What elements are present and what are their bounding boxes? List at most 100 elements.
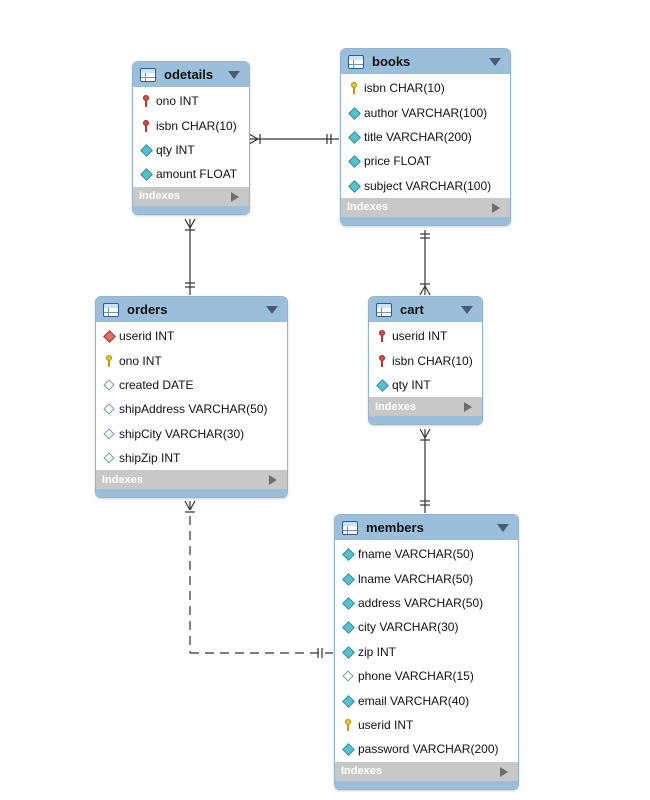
table-icon [348,54,364,69]
column-icon [347,154,361,168]
column-row[interactable]: shipZip INT [96,446,287,470]
column-row[interactable]: password VARCHAR(200) [335,737,518,761]
table-header[interactable]: odetails [133,62,249,87]
table-members[interactable]: members fname VARCHAR(50) lname VARCHAR(50… [334,514,519,790]
indexes-section[interactable]: Indexes [133,186,249,206]
column-list: userid INT isbn CHAR(10) qty INT [369,322,482,397]
nullable-column-icon [102,427,116,441]
indexes-section[interactable]: Indexes [96,470,287,490]
column-row[interactable]: ono INT [96,348,287,372]
column-icon [341,572,355,586]
column-icon [375,378,389,392]
foreign-key-icon [102,329,116,343]
column-row[interactable]: phone VARCHAR(15) [335,664,518,688]
many-cardinality-mark [419,285,426,296]
table-icon [376,302,392,317]
column-icon [341,742,355,756]
table-header[interactable]: orders [96,297,287,322]
many-cardinality-mark [424,428,431,439]
indexes-section[interactable]: Indexes [341,197,510,217]
column-definition: shipZip INT [119,451,181,466]
table-orders[interactable]: orders userid INT ono INT created DATE shipA… [95,296,288,499]
column-row[interactable]: lname VARCHAR(50) [335,566,518,590]
column-definition: isbn CHAR(10) [392,353,473,368]
primary-foreign-key-icon [139,119,153,133]
collapse-triangle-icon[interactable] [497,524,509,532]
column-row[interactable]: isbn CHAR(10) [341,76,510,100]
column-definition: qty INT [392,377,431,392]
primary-key-icon [347,81,361,95]
column-list: isbn CHAR(10)author VARCHAR(100)title VA… [341,74,510,198]
column-icon [347,179,361,193]
collapse-triangle-icon[interactable] [489,58,501,66]
column-row[interactable]: qty INT [369,373,482,397]
nullable-column-icon [341,669,355,683]
column-row[interactable]: userid INT [96,324,287,348]
column-row[interactable]: address VARCHAR(50) [335,591,518,615]
collapse-triangle-icon[interactable] [228,71,240,79]
column-row[interactable]: subject VARCHAR(100) [341,174,510,198]
column-definition: fname VARCHAR(50) [358,547,474,562]
table-icon [103,302,119,317]
column-definition: lname VARCHAR(50) [358,571,474,586]
column-row[interactable]: email VARCHAR(40) [335,688,518,712]
table-header[interactable]: books [341,49,510,74]
column-row[interactable]: shipAddress VARCHAR(50) [96,397,287,421]
expand-arrow-icon[interactable] [231,191,239,202]
column-row[interactable]: fname VARCHAR(50) [335,542,518,566]
column-row[interactable]: shipCity VARCHAR(30) [96,422,287,446]
column-icon [347,130,361,144]
column-row[interactable]: userid INT [335,713,518,737]
column-icon [347,106,361,120]
indexes-section[interactable]: Indexes [335,761,518,781]
expand-arrow-icon[interactable] [464,402,472,413]
column-row[interactable]: isbn CHAR(10) [133,113,249,137]
expand-arrow-icon[interactable] [492,202,500,213]
column-row[interactable]: isbn CHAR(10) [369,348,482,372]
column-row[interactable]: amount FLOAT [133,162,249,186]
column-definition: ono INT [156,94,199,109]
many-cardinality-mark [424,285,431,296]
indexes-section[interactable]: Indexes [369,397,482,417]
column-row[interactable]: userid INT [369,324,482,348]
column-definition: zip INT [358,644,397,659]
column-definition: isbn CHAR(10) [156,118,237,133]
column-row[interactable]: author VARCHAR(100) [341,100,510,124]
primary-foreign-key-icon [375,329,389,343]
primary-foreign-key-icon [375,354,389,368]
column-definition: price FLOAT [364,154,432,169]
column-row[interactable]: city VARCHAR(30) [335,615,518,639]
column-definition: created DATE [119,377,194,392]
table-footer [96,489,287,498]
expand-arrow-icon[interactable] [500,766,508,777]
table-header[interactable]: members [335,515,518,540]
column-row[interactable]: qty INT [133,138,249,162]
table-header[interactable]: cart [369,297,482,322]
column-definition: userid INT [358,717,414,732]
primary-key-icon [102,354,116,368]
many-cardinality-mark [419,428,426,439]
nullable-column-icon [102,402,116,416]
column-icon [341,694,355,708]
column-row[interactable]: zip INT [335,640,518,664]
column-icon [139,167,153,181]
indexes-label: Indexes [139,190,180,203]
column-definition: userid INT [119,329,175,344]
collapse-triangle-icon[interactable] [266,306,278,314]
column-row[interactable]: ono INT [133,89,249,113]
column-row[interactable]: price FLOAT [341,149,510,173]
collapse-triangle-icon[interactable] [461,306,473,314]
column-row[interactable]: created DATE [96,373,287,397]
column-row[interactable]: title VARCHAR(200) [341,125,510,149]
expand-arrow-icon[interactable] [269,475,277,486]
column-definition: email VARCHAR(40) [358,693,470,708]
table-footer [341,216,510,225]
table-footer [335,780,518,789]
column-list: fname VARCHAR(50) lname VARCHAR(50) addres… [335,540,518,762]
column-definition: ono INT [119,353,162,368]
